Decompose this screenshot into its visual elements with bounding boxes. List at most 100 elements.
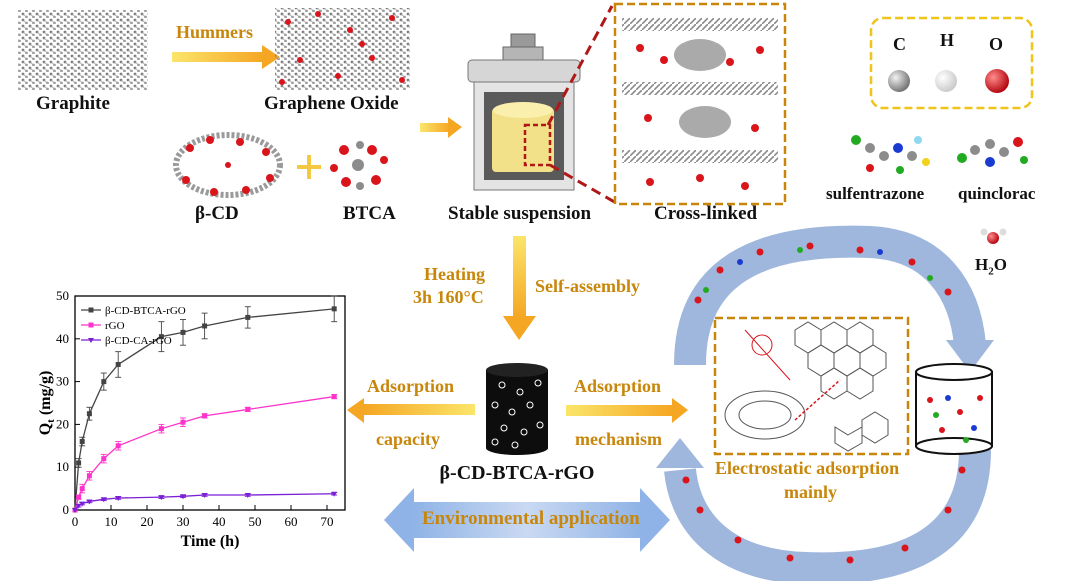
- y-tick-label: 20: [56, 416, 69, 431]
- x-tick-label: 50: [249, 514, 262, 529]
- y-tick-label: 30: [56, 374, 69, 389]
- data-point: [331, 491, 338, 497]
- data-point: [331, 306, 337, 312]
- oxygen-ball: [985, 69, 1009, 93]
- autoclave-reactor: [467, 33, 581, 191]
- y-tick-label: 10: [56, 459, 69, 474]
- oxygen-symbol: O: [989, 34, 1004, 54]
- data-point: [201, 493, 208, 499]
- x-tick-label: 70: [321, 514, 334, 529]
- graphite-label: Graphite: [36, 93, 110, 114]
- capacity-label: capacity: [376, 429, 440, 449]
- x-tick-label: 0: [72, 514, 79, 529]
- sulfentrazone-molecule: [851, 135, 930, 174]
- water-formula: H2O: [975, 255, 1007, 278]
- product-label: β-CD-BTCA-rGO: [439, 462, 595, 484]
- legend-label: β-CD-CA-rGO: [105, 335, 172, 347]
- adsorption-cycle: [656, 225, 994, 581]
- adsorption-label-left: Adsorption: [367, 376, 455, 396]
- hummers-arrow: [172, 45, 280, 69]
- legend-marker: [88, 307, 94, 313]
- legend-marker: [88, 338, 94, 343]
- plot-frame: [74, 295, 346, 511]
- y-axis-label: Qt (mg/g): [37, 371, 57, 436]
- data-point: [158, 495, 165, 501]
- cross-linked-structure: [613, 2, 787, 206]
- y-tick-label: 0: [63, 502, 70, 517]
- environmental-double-arrow: [384, 488, 670, 552]
- data-point: [72, 508, 78, 513]
- data-point: [180, 494, 186, 500]
- x-tick-label: 40: [213, 514, 226, 529]
- data-point: [244, 493, 251, 499]
- data-point: [86, 473, 92, 479]
- data-point: [115, 443, 121, 449]
- legend-marker: [88, 322, 94, 328]
- data-point: [158, 334, 164, 340]
- data-point: [115, 496, 122, 502]
- btca-molecule: [330, 141, 388, 190]
- quinclorac-molecule: [957, 137, 1028, 167]
- data-point: [79, 501, 86, 507]
- data-point: [115, 361, 121, 367]
- data-point: [245, 314, 251, 320]
- quinclorac-label: quinclorac: [958, 184, 1036, 203]
- atom-legend-box: [869, 16, 1034, 110]
- carbon-ball: [888, 70, 910, 92]
- x-tick-label: 60: [285, 514, 298, 529]
- data-point: [79, 486, 85, 492]
- graphene-oxide-label: Graphene Oxide: [264, 93, 399, 114]
- beta-cd-molecule: [173, 132, 283, 198]
- adsorbent-beaker: [915, 363, 993, 455]
- heating-arrow: [503, 236, 536, 340]
- x-tick-label: 20: [141, 514, 154, 529]
- btca-label: BTCA: [343, 203, 396, 224]
- x-tick-label: 30: [177, 514, 190, 529]
- zoom-lines: [546, 5, 619, 206]
- data-point: [100, 497, 107, 503]
- y-tick-label: 40: [56, 331, 69, 346]
- graphite-structure: [18, 10, 148, 90]
- data-point: [158, 426, 164, 432]
- sulfentrazone-label: sulfentrazone: [826, 184, 925, 203]
- plus-icon: [297, 155, 321, 179]
- electrostatic-label: Electrostatic adsorption: [715, 458, 900, 478]
- y-tick-label: 50: [56, 288, 69, 303]
- data-point: [101, 379, 107, 385]
- legend-label: rGO: [105, 320, 125, 332]
- x-tick-label: 10: [105, 514, 118, 529]
- data-point: [79, 439, 85, 445]
- data-point: [86, 411, 92, 417]
- product-cylinder: [486, 363, 548, 455]
- electrostatic-mainly-label: mainly: [784, 482, 838, 502]
- adsorption-capacity-arrow: [347, 398, 475, 423]
- reactor-arrow: [420, 117, 462, 138]
- cross-linked-label: Cross-linked: [654, 203, 758, 224]
- carbon-symbol: C: [893, 34, 906, 54]
- data-point: [86, 499, 93, 505]
- self-assembly-label: Self-assembly: [535, 276, 640, 296]
- environmental-application-label: Environmental application: [422, 508, 640, 529]
- mechanism-label: mechanism: [575, 429, 662, 449]
- hydrogen-ball: [935, 70, 957, 92]
- data-point: [331, 394, 337, 400]
- heating-conditions-label: 3h 160°C: [413, 287, 484, 307]
- data-point: [76, 494, 82, 500]
- x-axis-label: Time (h): [181, 533, 240, 550]
- hydrogen-symbol: H: [940, 30, 955, 50]
- data-point: [180, 329, 186, 335]
- beta-cd-label: β-CD: [195, 203, 239, 224]
- graphene-oxide-structure: [275, 8, 410, 90]
- heating-label: Heating: [424, 264, 485, 284]
- stable-suspension-label: Stable suspension: [448, 203, 592, 224]
- data-point: [245, 406, 251, 412]
- mechanism-box: [713, 316, 910, 456]
- adsorption-label-right: Adsorption: [574, 376, 662, 396]
- adsorption-mechanism-arrow: [566, 398, 688, 423]
- hummers-label: Hummers: [176, 22, 253, 42]
- data-point: [180, 419, 186, 425]
- data-point: [101, 456, 107, 462]
